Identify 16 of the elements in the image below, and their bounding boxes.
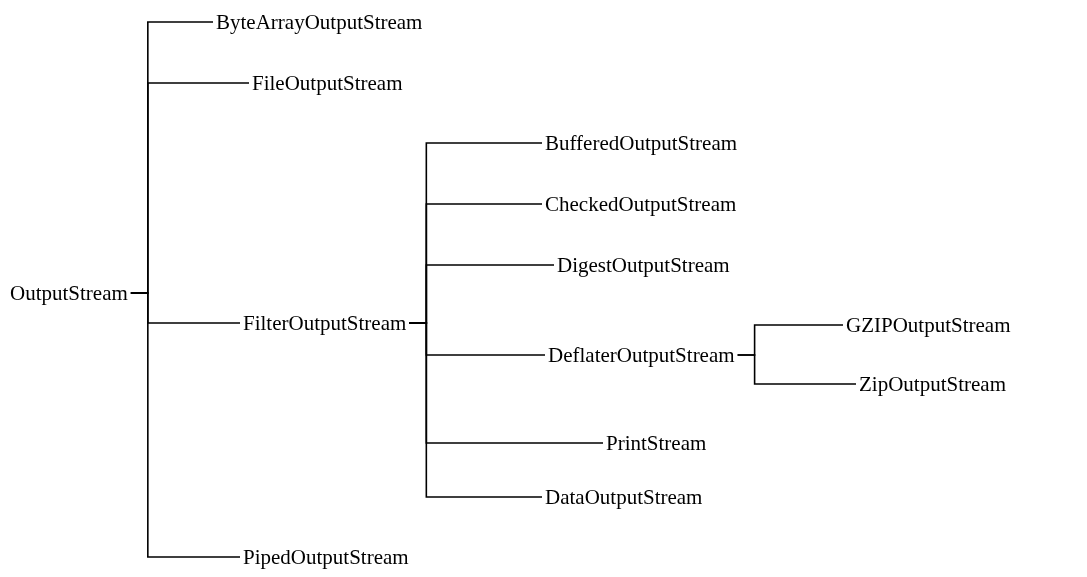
class-name-label: FileOutputStream: [252, 71, 403, 95]
class-name-label: FilterOutputStream: [243, 311, 407, 335]
tree-connector: [408, 322, 543, 498]
class-name-label: BufferedOutputStream: [545, 131, 738, 155]
class-name-label: PipedOutputStream: [243, 545, 409, 569]
class-name-label: OutputStream: [10, 281, 128, 305]
class-name-label: CheckedOutputStream: [545, 192, 737, 216]
tree-connector: [130, 292, 241, 558]
class-name-label: ZipOutputStream: [859, 372, 1006, 396]
class-name-label: DigestOutputStream: [557, 253, 730, 277]
class-name-label: ByteArrayOutputStream: [216, 10, 423, 34]
class-name-label: GZIPOutputStream: [846, 313, 1011, 337]
tree-connector: [736, 354, 857, 385]
class-name-label: DeflaterOutputStream: [548, 343, 735, 367]
class-name-label: PrintStream: [606, 431, 707, 455]
class-name-label: DataOutputStream: [545, 485, 703, 509]
